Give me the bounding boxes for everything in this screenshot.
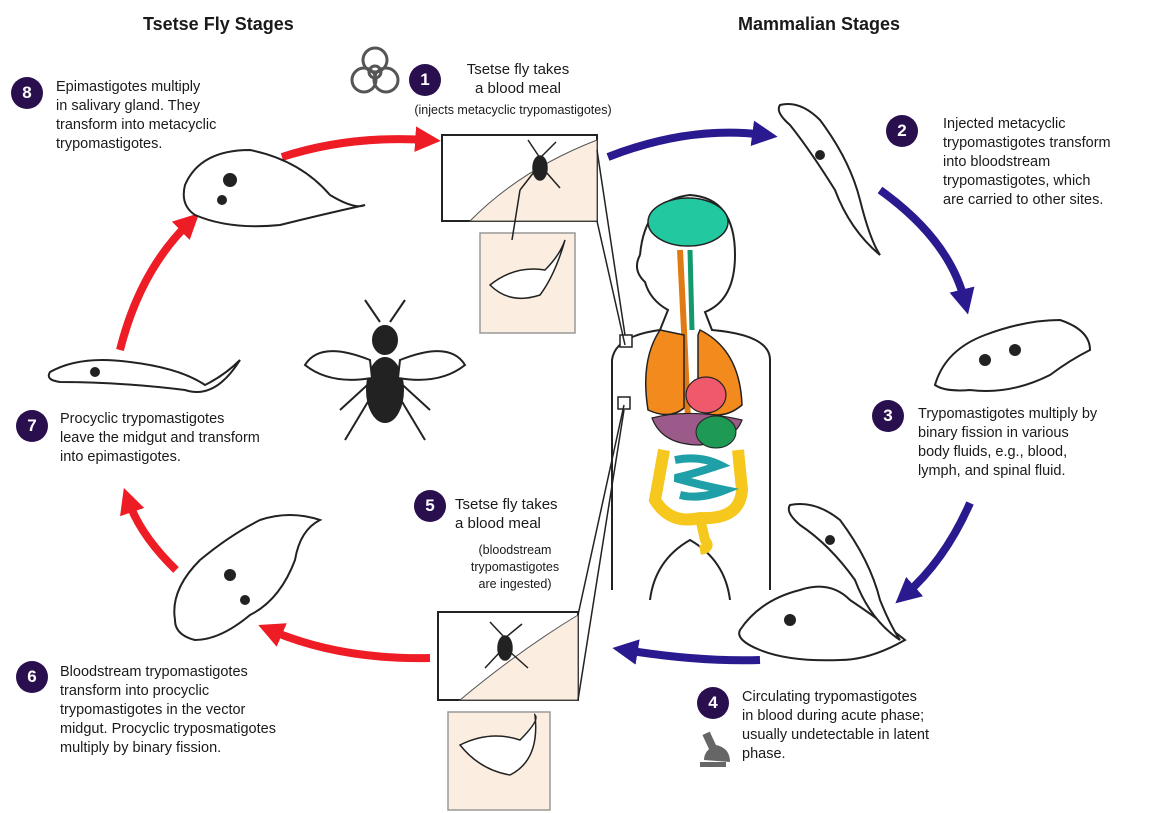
step-5-line-2: a blood meal — [455, 514, 605, 533]
step-6-line-1: Bloodstream trypomastigotes — [60, 663, 330, 682]
step-5-line-1: Tsetse fly takes — [455, 495, 605, 514]
step-7-line-2: leave the midgut and transform — [60, 429, 315, 448]
arrow-7-to-8 — [120, 222, 190, 350]
step-6-text: Bloodstream trypomastigotes transform in… — [60, 663, 330, 758]
step-4-line-1: Circulating trypomastigotes — [742, 688, 977, 707]
step-8-line-3: transform into metacyclic — [56, 116, 276, 135]
step-4-badge: 4 — [697, 687, 729, 719]
biohazard-icon — [352, 48, 398, 92]
step-4-line-2: in blood during acute phase; — [742, 707, 977, 726]
arrow-5-to-6 — [270, 630, 430, 658]
step-8-line-1: Epimastigotes multiply — [56, 78, 276, 97]
airway-organ — [690, 250, 692, 330]
bite-site-marker-upper — [620, 335, 632, 347]
arrow-1-to-2 — [608, 133, 765, 157]
step-2-line-5: are carried to other sites. — [943, 191, 1143, 210]
step-5-sub-line-3: are ingested) — [455, 576, 575, 593]
step-6-line-3: trypomastigotes in the vector — [60, 701, 330, 720]
step-8-line-2: in salivary gland. They — [56, 97, 276, 116]
heart-organ — [686, 377, 726, 413]
step-4-line-4: phase. — [742, 745, 977, 764]
step-3-line-3: body fluids, e.g., blood, — [918, 443, 1143, 462]
step-3-text: Trypomastigotes multiply by binary fissi… — [918, 405, 1143, 481]
step-2-text: Injected metacyclic trypomastigotes tran… — [943, 115, 1143, 210]
step-6-line-5: multiply by binary fission. — [60, 739, 330, 758]
step-6-badge: 6 — [16, 661, 48, 693]
tsetse-fly-large — [305, 300, 465, 440]
step-4-text: Circulating trypomastigotes in blood dur… — [742, 688, 977, 764]
step-7-badge: 7 — [16, 410, 48, 442]
arrow-8-to-1 — [282, 139, 428, 157]
procyclic-stage-7 — [49, 360, 240, 392]
arrow-4-to-5 — [625, 650, 760, 660]
step-5-sub-line-2: trypomastigotes — [455, 559, 575, 576]
tsetse-stages-title: Tsetse Fly Stages — [143, 14, 294, 35]
step-1-line-1: Tsetse fly takes — [438, 60, 598, 79]
step-6-line-2: transform into procyclic — [60, 682, 330, 701]
step-2-line-1: Injected metacyclic — [943, 115, 1143, 134]
step-1-subtext: (injects metacyclic trypomastigotes) — [388, 101, 638, 120]
step-8-line-4: trypomastigotes. — [56, 135, 276, 154]
epimastigote-stage-8 — [184, 150, 365, 226]
step-2-line-3: into bloodstream — [943, 153, 1143, 172]
metacyclic-stage-2 — [779, 104, 880, 255]
mammalian-stages-title: Mammalian Stages — [738, 14, 900, 35]
step-8-text: Epimastigotes multiply in salivary gland… — [56, 78, 276, 154]
step-3-badge: 3 — [872, 400, 904, 432]
step-5-badge: 5 — [414, 490, 446, 522]
procyclic-stage-6 — [174, 515, 320, 640]
step-7-line-1: Procyclic trypomastigotes — [60, 410, 315, 429]
step-5-sub-line-1: (bloodstream — [455, 542, 575, 559]
step-4-line-3: usually undetectable in latent — [742, 726, 977, 745]
step-5-text: Tsetse fly takes a blood meal — [455, 495, 605, 533]
step-2-badge: 2 — [886, 115, 918, 147]
connector-bottom-2 — [578, 410, 624, 700]
step-1-line-2: a blood meal — [438, 79, 598, 98]
step-8-badge: 8 — [11, 77, 43, 109]
brain-organ — [648, 198, 728, 246]
step-3-line-1: Trypomastigotes multiply by — [918, 405, 1143, 424]
step-2-line-2: trypomastigotes transform — [943, 134, 1143, 153]
arrow-6-to-7 — [128, 500, 176, 570]
bloodstream-stage-3 — [935, 320, 1090, 391]
step-6-line-4: midgut. Procyclic tryposmatigotes — [60, 720, 330, 739]
step-3-line-2: binary fission in various — [918, 424, 1143, 443]
step-3-line-4: lymph, and spinal fluid. — [918, 462, 1143, 481]
microscope-icon — [700, 732, 730, 767]
step-7-text: Procyclic trypomastigotes leave the midg… — [60, 410, 315, 467]
step-1-badge: 1 — [409, 64, 441, 96]
step-2-line-4: trypomastigotes, which — [943, 172, 1143, 191]
step-7-line-3: into epimastigotes. — [60, 448, 315, 467]
stomach-organ — [696, 416, 736, 448]
small-intestine-organ — [675, 458, 725, 496]
step-1-text: Tsetse fly takes a blood meal — [438, 60, 598, 98]
arrow-3-to-4 — [905, 503, 970, 595]
step-5-subtext: (bloodstream trypomastigotes are ingeste… — [455, 542, 575, 593]
